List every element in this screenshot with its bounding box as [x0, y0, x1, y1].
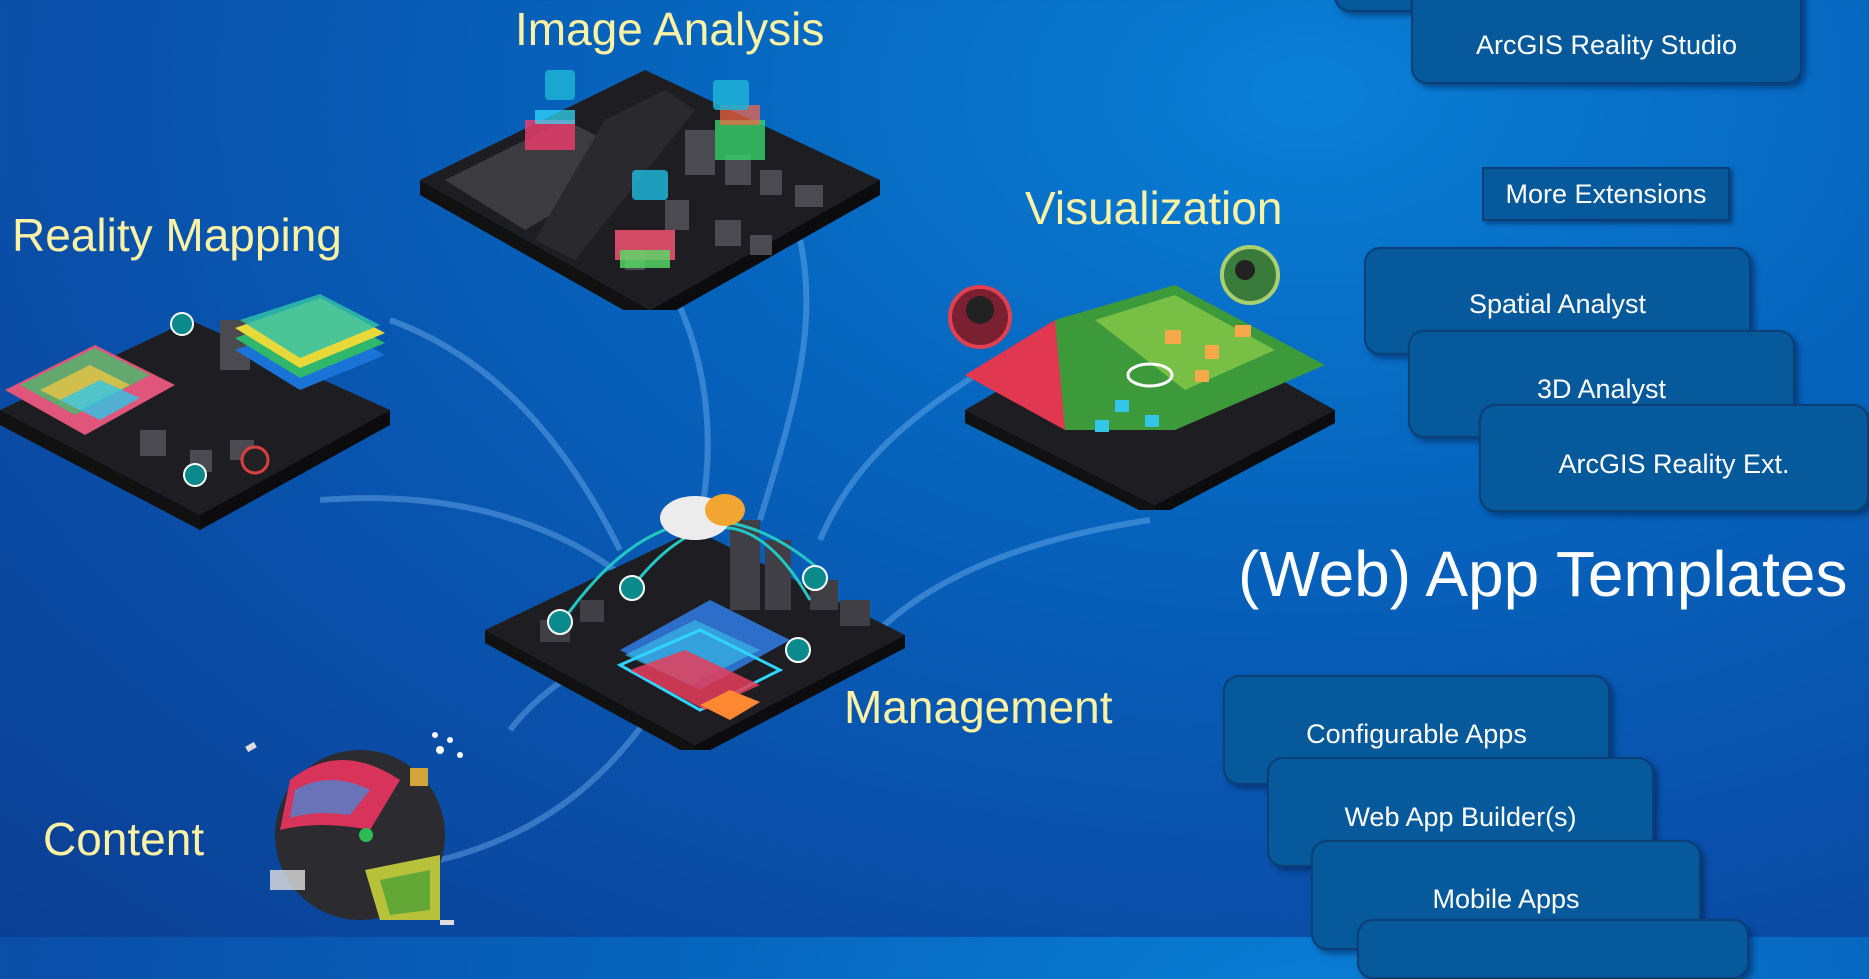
flow-reality	[319, 495, 642, 593]
stacked-card-bottom	[1357, 919, 1749, 979]
management-label: Management	[844, 681, 1113, 733]
reality-studio-card[interactable]: ArcGIS Reality Studio	[1411, 0, 1802, 84]
reality-mapping-label: Reality Mapping	[12, 209, 342, 261]
management-tile	[485, 494, 905, 750]
content-globe	[245, 732, 463, 925]
visualization-label: Visualization	[1025, 182, 1283, 234]
flow-lines	[319, 239, 1151, 863]
reality-studio-label: ArcGIS Reality Studio	[1475, 30, 1738, 60]
configurable-apps-label: Configurable Apps	[1306, 719, 1527, 749]
visualization-tile	[948, 245, 1335, 510]
flow-image-analysis-2	[757, 239, 810, 521]
flow-visualization	[817, 357, 1002, 542]
3d-analyst-label: 3D Analyst	[1536, 374, 1667, 404]
app-templates-title: (Web) App Templates	[1238, 538, 1848, 610]
image-analysis-tile	[420, 70, 880, 310]
reality-mapping-tile	[0, 294, 390, 530]
web-app-builder-label: Web App Builder(s)	[1344, 802, 1577, 832]
reality-ext-card[interactable]: ArcGIS Reality Ext.	[1479, 404, 1869, 512]
spatial-analyst-label: Spatial Analyst	[1468, 289, 1647, 319]
more-extensions-button[interactable]: More Extensions	[1482, 167, 1730, 221]
flow-reality-2	[388, 317, 623, 552]
image-analysis-label: Image Analysis	[515, 3, 825, 55]
reality-ext-label: ArcGIS Reality Ext.	[1558, 449, 1790, 479]
mobile-apps-label: Mobile Apps	[1432, 884, 1580, 914]
flow-visualization-2	[857, 517, 1151, 652]
content-label: Content	[43, 813, 205, 865]
